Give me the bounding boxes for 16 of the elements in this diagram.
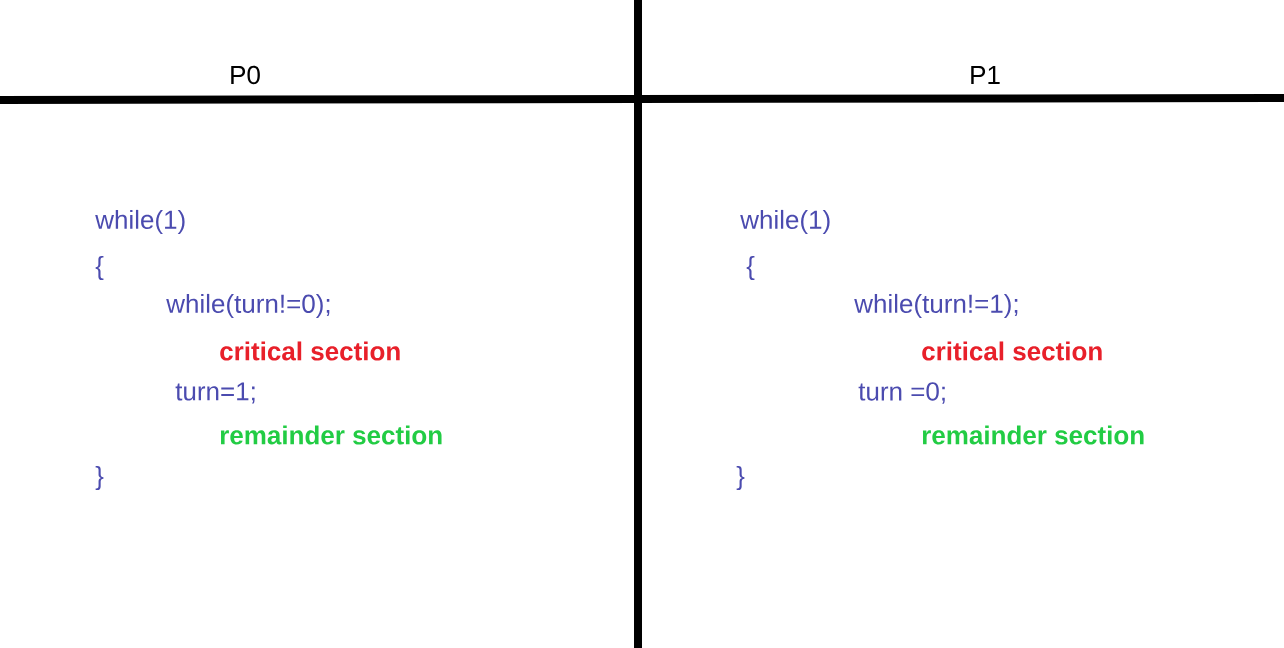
code-line: turn=1; [175, 382, 255, 404]
code-line: { [746, 255, 755, 281]
code-line: while(turn!=0); [166, 293, 330, 319]
code-line: while(turn!=1); [854, 293, 1018, 319]
column-heading: P0 [231, 65, 260, 85]
code-line: remainder section [922, 425, 1144, 445]
code-line: critical section [220, 341, 400, 361]
code-line: turn =0; [858, 382, 945, 404]
code-line: remainder section [220, 425, 442, 445]
code-line: while(1) [740, 209, 830, 235]
code-line: } [736, 465, 745, 491]
code-line: critical section [922, 341, 1102, 361]
code-line: while(1) [95, 209, 185, 235]
code-line: { [95, 255, 104, 281]
code-line: } [95, 465, 104, 491]
column-heading: P1 [971, 66, 1000, 84]
